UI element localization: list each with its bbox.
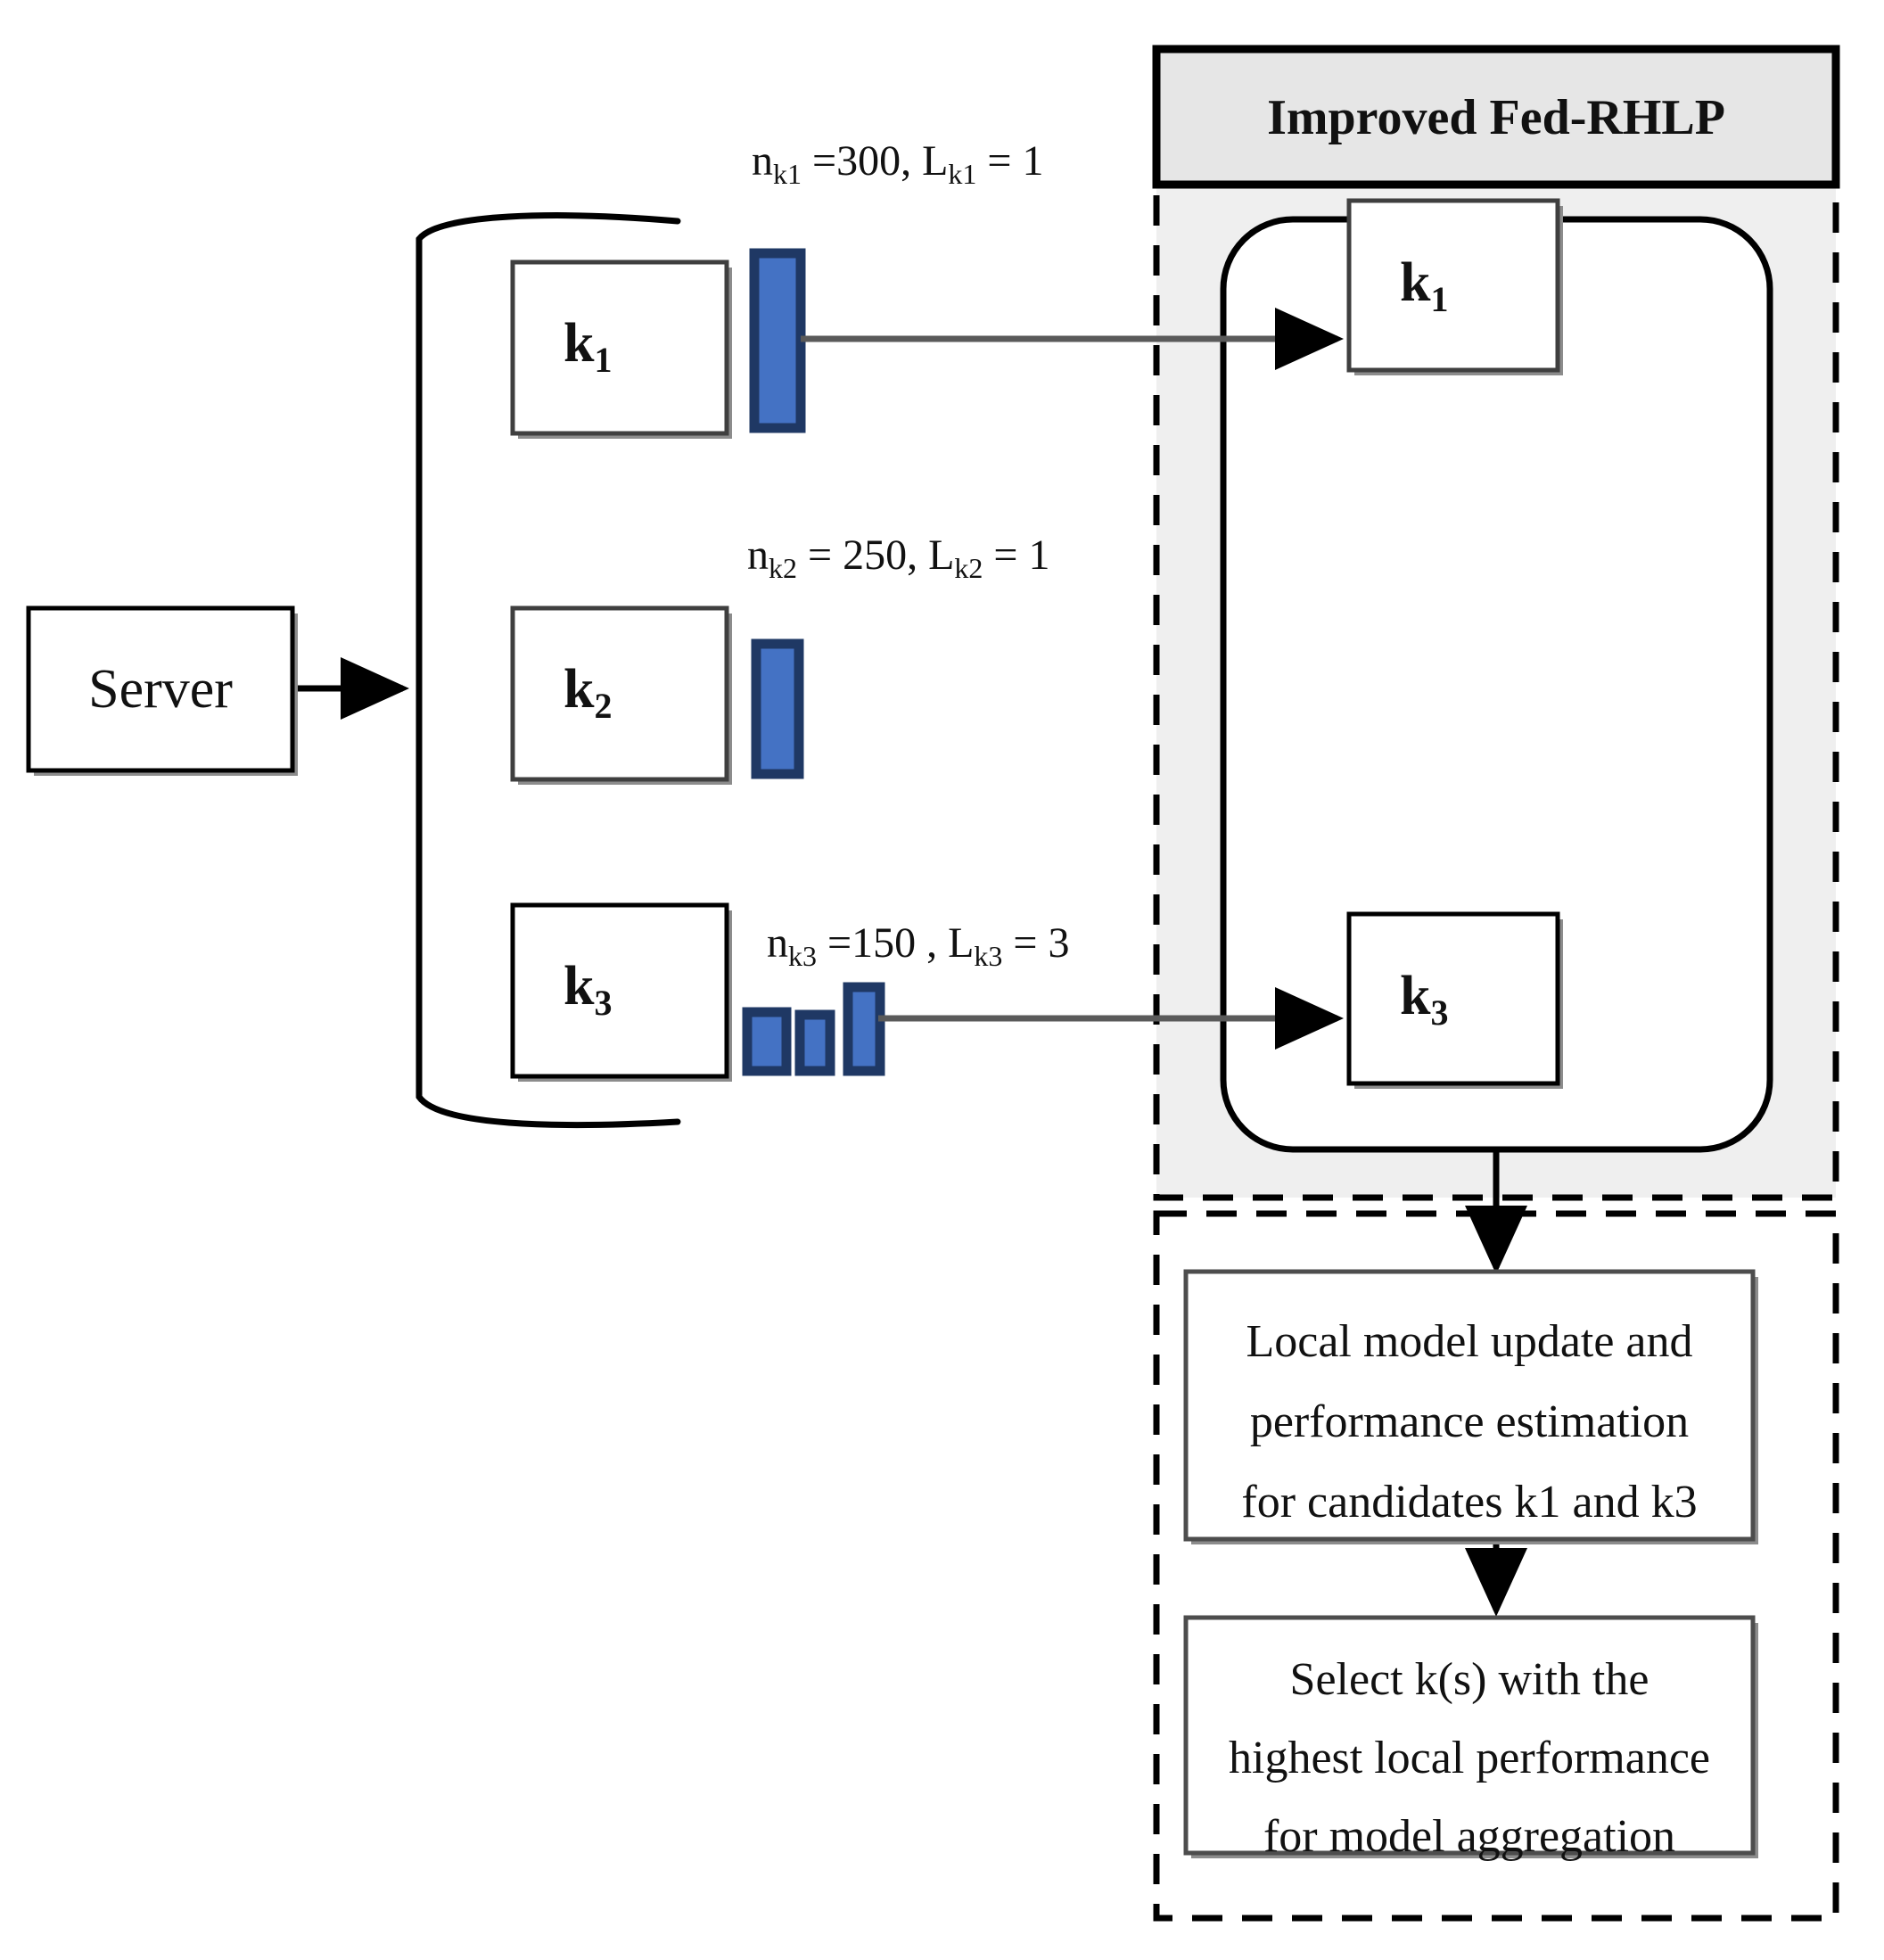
local-update-line-3: for candidates k1 and k3: [1241, 1477, 1697, 1528]
client-node-k2[interactable]: k2: [510, 605, 732, 785]
select-best-line-1: Select k(s) with the: [1290, 1654, 1650, 1705]
clients-brace: [415, 212, 681, 1129]
client-k1-label: k1: [564, 313, 612, 380]
load-bar: [742, 1007, 792, 1076]
client-k1-annotation: nk1 =300, Lk1 = 1: [752, 137, 1043, 190]
client-k1-box: [510, 259, 729, 436]
client-k2-label: k2: [564, 659, 612, 726]
client-k2-load-bars: [751, 638, 804, 779]
server-node[interactable]: Server: [26, 605, 298, 776]
client-k3-label: k3: [564, 956, 612, 1023]
select-best-line-3: for model aggregation: [1263, 1811, 1675, 1862]
client-k3-box: [510, 902, 729, 1079]
select-best-line-2: highest local performance: [1229, 1733, 1710, 1783]
client-node-k3[interactable]: k3: [510, 902, 732, 1082]
process-step-select-best[interactable]: Select k(s) with the highest local perfo…: [1183, 1615, 1758, 1862]
process-step-local-update[interactable]: Local model update and performance estim…: [1183, 1269, 1758, 1544]
local-update-box: [1183, 1269, 1756, 1542]
panel-title-box: [1152, 45, 1840, 189]
selected-k1-label: k1: [1400, 252, 1448, 319]
selected-client-k1[interactable]: k1: [1346, 198, 1563, 375]
select-best-box: [1183, 1615, 1756, 1856]
selected-client-k3[interactable]: k3: [1346, 911, 1563, 1089]
load-bar: [843, 982, 885, 1076]
server-box: [26, 605, 295, 773]
panel-title-text: Improved Fed-RHLP: [1267, 90, 1725, 145]
client-k3-annotation: nk3 =150 , Lk3 = 3: [767, 919, 1069, 972]
client-k3-load-bars: [742, 982, 885, 1076]
server-label: Server: [88, 659, 233, 720]
client-k1-load-bars: [749, 248, 806, 433]
local-update-line-2: performance estimation: [1250, 1396, 1689, 1447]
client-k2-box: [510, 605, 729, 782]
local-update-line-1: Local model update and: [1246, 1316, 1692, 1367]
selected-k1-box: [1346, 198, 1560, 373]
selected-k3-box: [1346, 911, 1560, 1086]
load-bar: [751, 638, 804, 779]
client-k2-annotation: nk2 = 250, Lk2 = 1: [747, 531, 1049, 584]
load-bar: [749, 248, 806, 433]
load-bar: [794, 1009, 835, 1076]
client-node-k1[interactable]: k1: [510, 259, 732, 439]
selected-k3-label: k3: [1400, 966, 1448, 1033]
